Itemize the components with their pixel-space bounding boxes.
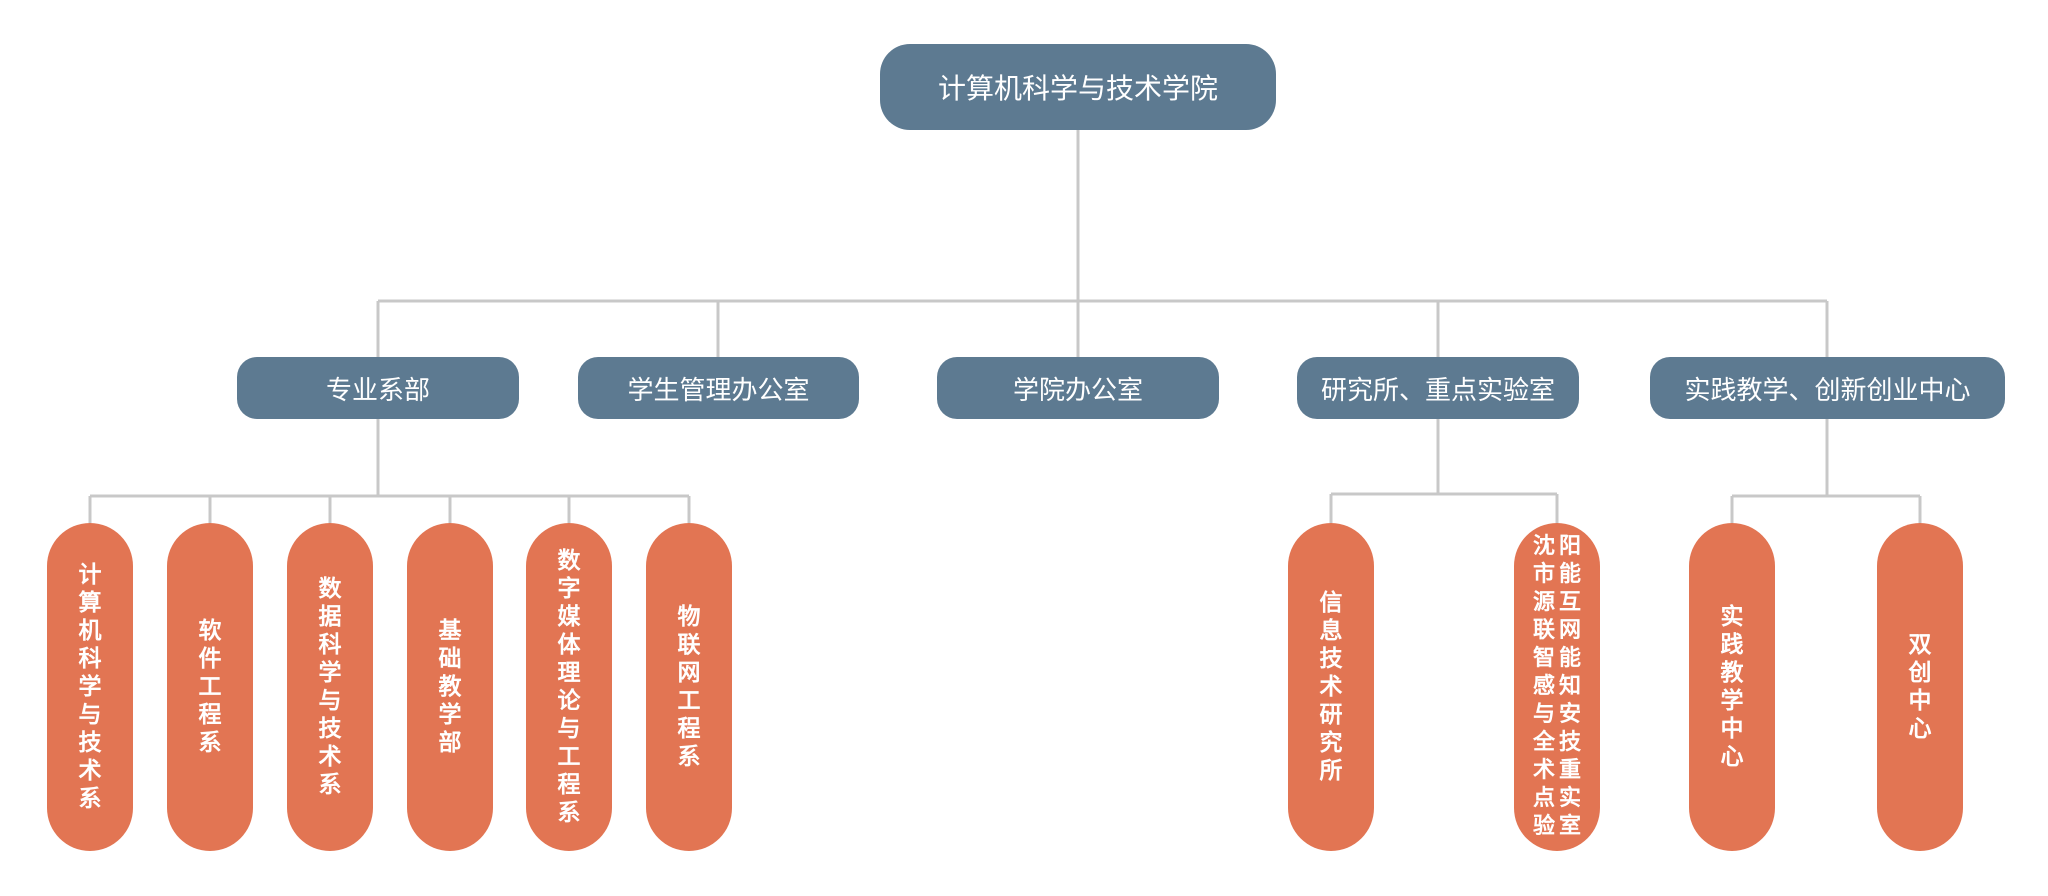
node-label: 沈阳市能源互联网智能感知与安全技术重点实验室	[1532, 534, 1581, 839]
node-label: 计算机科学与技术系	[78, 562, 102, 812]
node-label: 研究所、重点实验室	[1320, 375, 1555, 406]
node-label: 实践教学中心	[1720, 604, 1744, 770]
node-college-office: 学院办公室	[937, 357, 1219, 419]
node-label: 信息技术研究所	[1319, 590, 1343, 784]
node-label: 软件工程系	[198, 618, 222, 756]
node-label: 基础教学部	[438, 618, 462, 756]
node-research-institutes-labs: 研究所、重点实验室	[1297, 357, 1579, 419]
node-digital-media-department: 数字媒体理论与工程系	[526, 523, 612, 851]
root-label: 计算机科学与技术学院	[937, 72, 1218, 105]
node-basic-teaching-department: 基础教学部	[407, 523, 493, 851]
node-label: 物联网工程系	[677, 604, 701, 770]
node-innovation-entrepreneurship-center: 双创中心	[1877, 523, 1963, 851]
node-label: 专业系部	[325, 375, 430, 406]
node-label: 实践教学、创新创业中心	[1684, 375, 1971, 406]
node-label: 数字媒体理论与工程系	[557, 548, 581, 826]
node-label: 双创中心	[1908, 632, 1932, 742]
node-practice-teaching-center: 实践教学中心	[1689, 523, 1775, 851]
node-data-science-department: 数据科学与技术系	[287, 523, 373, 851]
node-label: 学生管理办公室	[627, 375, 810, 406]
node-practice-innovation-center: 实践教学、创新创业中心	[1650, 357, 2005, 419]
node-label: 数据科学与技术系	[318, 576, 342, 798]
node-label: 学院办公室	[1012, 375, 1143, 406]
node-shenyang-key-laboratory: 沈阳市能源互联网智能感知与安全技术重点实验室	[1514, 523, 1600, 851]
node-cs-department: 计算机科学与技术系	[47, 523, 133, 851]
node-professional-departments: 专业系部	[237, 357, 519, 419]
node-software-engineering-department: 软件工程系	[167, 523, 253, 851]
root-node: 计算机科学与技术学院	[880, 44, 1276, 130]
node-student-affairs-office: 学生管理办公室	[578, 357, 859, 419]
node-it-research-institute: 信息技术研究所	[1288, 523, 1374, 851]
node-iot-engineering-department: 物联网工程系	[646, 523, 732, 851]
